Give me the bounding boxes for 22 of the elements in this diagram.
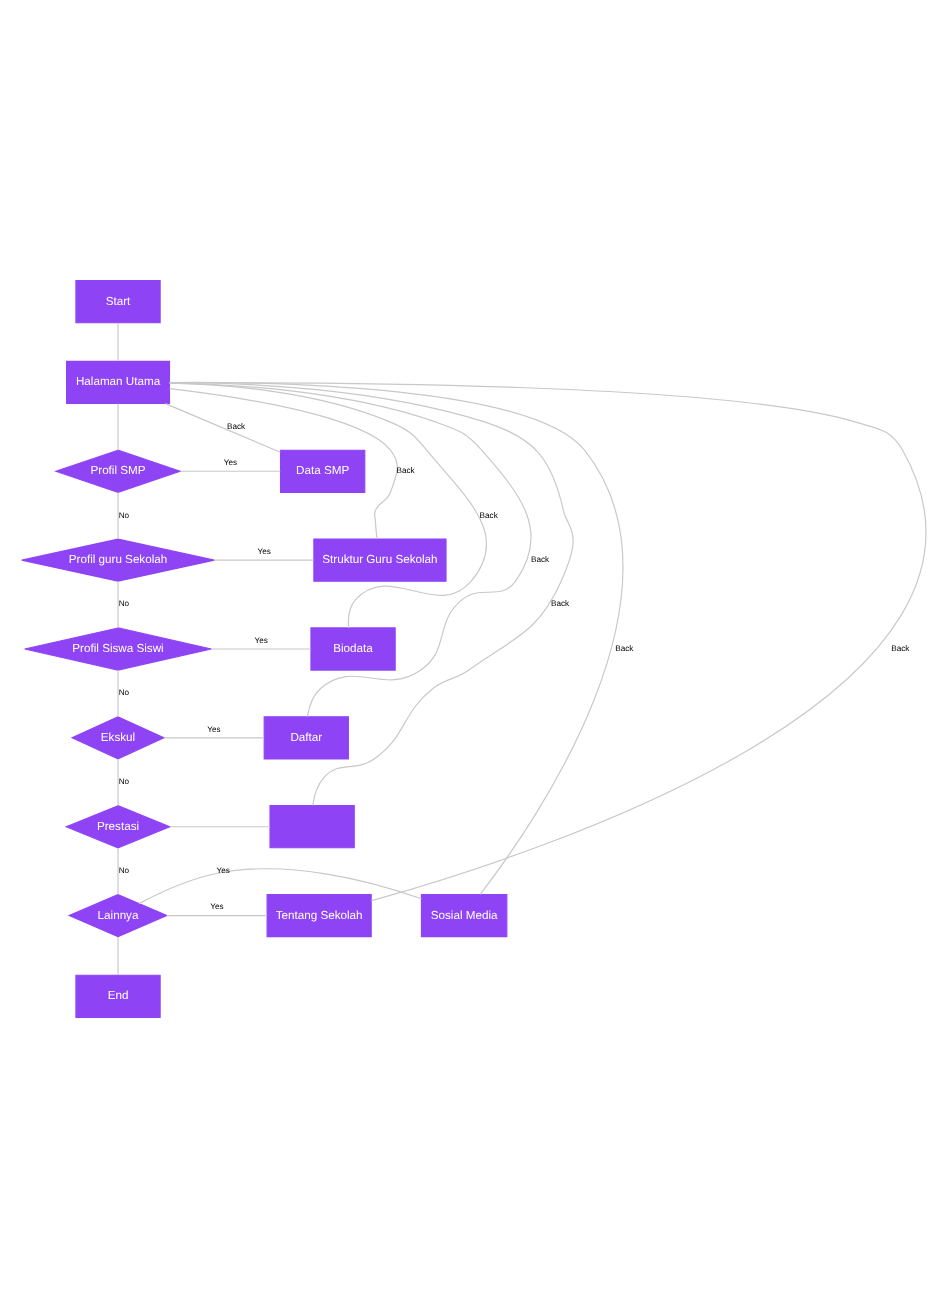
- node-box: [269, 804, 355, 848]
- connector: [169, 381, 532, 716]
- connector: [117, 846, 119, 895]
- connector: [117, 490, 119, 539]
- connector: [169, 381, 488, 628]
- connector: [138, 867, 422, 904]
- connector: [179, 469, 281, 471]
- connector: [164, 402, 281, 452]
- connector: [213, 558, 315, 560]
- connector: [169, 825, 271, 827]
- connector: [117, 668, 119, 717]
- connector: [168, 380, 574, 805]
- connector: [117, 935, 119, 975]
- connector: [163, 736, 265, 738]
- connector: [117, 321, 119, 361]
- connector: [168, 381, 925, 901]
- connector: [117, 579, 119, 628]
- connector: [168, 387, 398, 539]
- connector: [166, 914, 268, 916]
- connector: [117, 402, 119, 450]
- connector: [117, 757, 119, 806]
- connector: [169, 380, 624, 894]
